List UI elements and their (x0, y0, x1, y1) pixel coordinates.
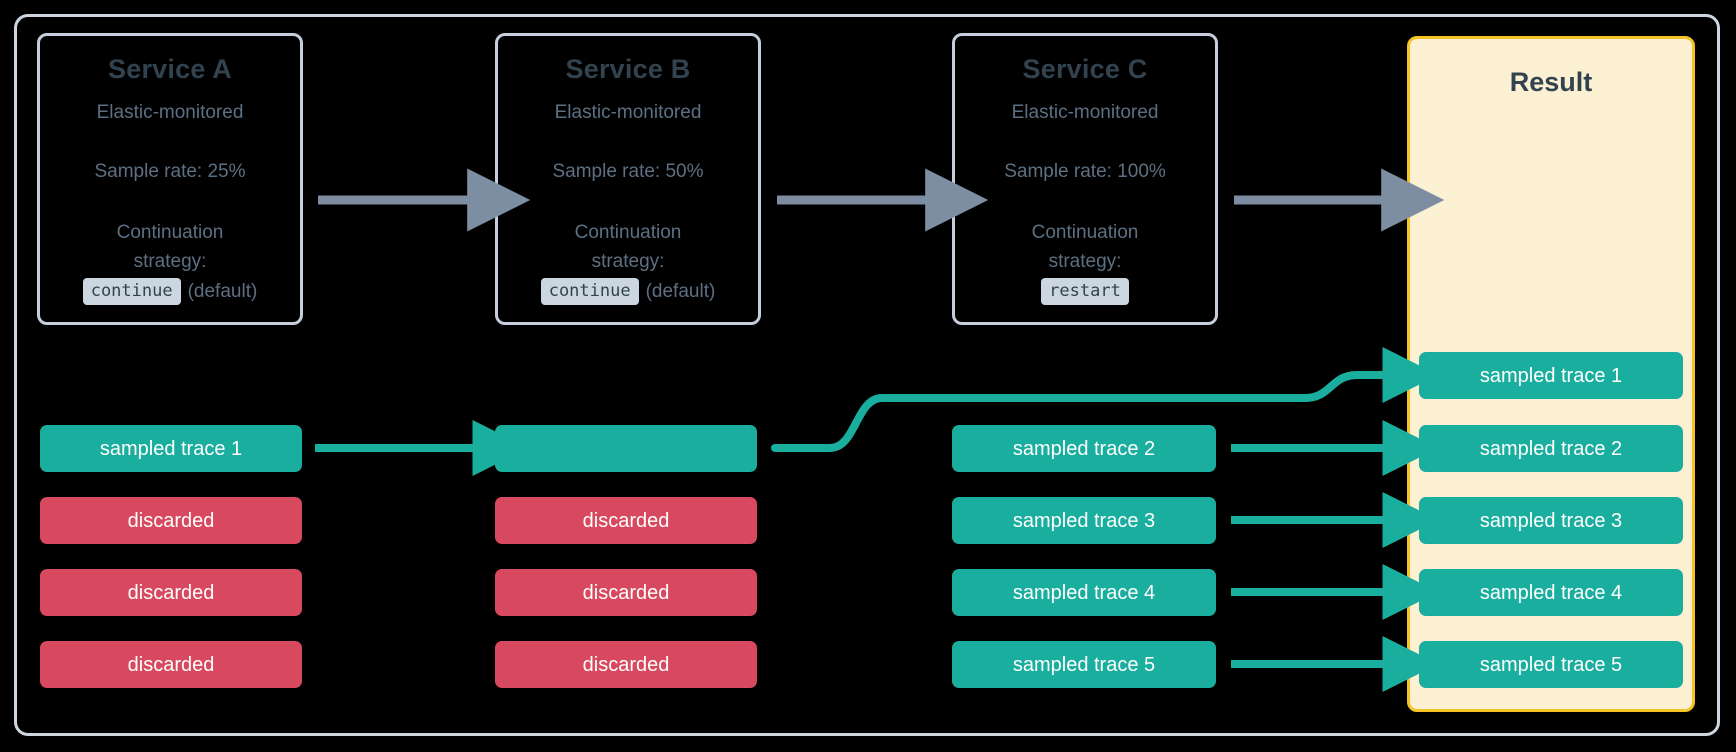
service-a-strategy-note: (default) (187, 280, 258, 302)
list-item: sampled trace 4 (952, 569, 1216, 616)
list-item: discarded (40, 497, 302, 544)
trace-label: discarded (127, 653, 215, 676)
trace-label: discarded (582, 653, 670, 676)
list-item: sampled trace 3 (952, 497, 1216, 544)
service-a-title: Service A (108, 54, 232, 84)
service-c-title: Service C (1022, 54, 1148, 84)
trace-label: discarded (582, 509, 670, 532)
list-item: sampled trace 2 (1419, 425, 1683, 472)
service-card-c: Service C Elastic-monitored Sample rate:… (952, 33, 1218, 325)
result-trace-label: sampled trace 2 (1479, 437, 1623, 460)
service-c-strategy-value: restart (963, 278, 1207, 306)
service-b-strategy-code: continue (540, 278, 639, 306)
service-c-strategy-label-line1: Continuation (1031, 221, 1139, 243)
trace-label: sampled trace 4 (1012, 581, 1156, 604)
service-a-strategy-value: continue (default) (48, 278, 292, 306)
service-c-strategy-label-line2: strategy: (1048, 251, 1122, 273)
trace-label: discarded (127, 509, 215, 532)
list-item: sampled trace 1 (40, 425, 302, 472)
service-b-strategy-label-line1: Continuation (574, 221, 682, 243)
list-item: discarded (495, 497, 757, 544)
list-item: sampled trace 4 (1419, 569, 1683, 616)
trace-label: sampled trace 2 (1012, 437, 1156, 460)
trace-label: sampled trace 5 (1012, 653, 1156, 676)
service-b-strategy-note: (default) (645, 280, 716, 302)
list-item: discarded (40, 569, 302, 616)
service-b-strategy-value: continue (default) (506, 278, 750, 306)
list-item: sampled trace 2 (952, 425, 1216, 472)
list-item: discarded (40, 641, 302, 688)
trace-label: discarded (582, 581, 670, 604)
trace-label: sampled trace 3 (1012, 509, 1156, 532)
service-b-title: Service B (565, 54, 691, 84)
result-trace-label: sampled trace 5 (1479, 653, 1623, 676)
list-item: sampled trace 5 (952, 641, 1216, 688)
list-item: sampled trace 1 (1419, 352, 1683, 399)
service-b-strategy-label: Continuation strategy: (506, 218, 750, 277)
service-a-sample-rate: Sample rate: 25% (94, 160, 246, 182)
list-item: sampled trace 3 (1419, 497, 1683, 544)
service-a-strategy-label-line1: Continuation (116, 221, 224, 243)
list-item (495, 425, 757, 472)
result-trace-label: sampled trace 4 (1479, 581, 1623, 604)
service-b-monitored: Elastic-monitored (554, 102, 702, 124)
service-c-strategy-code: restart (1041, 278, 1129, 306)
service-c-monitored: Elastic-monitored (1011, 102, 1159, 124)
service-c-strategy-label: Continuation strategy: (963, 218, 1207, 277)
service-a-strategy-label-line2: strategy: (133, 251, 207, 273)
service-a-monitored: Elastic-monitored (96, 102, 244, 124)
list-item: sampled trace 5 (1419, 641, 1683, 688)
service-c-sample-rate: Sample rate: 100% (1004, 160, 1166, 182)
service-card-b: Service B Elastic-monitored Sample rate:… (495, 33, 761, 325)
list-item: discarded (495, 569, 757, 616)
trace-label: discarded (127, 581, 215, 604)
service-b-sample-rate: Sample rate: 50% (552, 160, 704, 182)
list-item: discarded (495, 641, 757, 688)
result-title: Result (1509, 67, 1593, 97)
service-b-strategy-label-line2: strategy: (591, 251, 665, 273)
service-card-a: Service A Elastic-monitored Sample rate:… (37, 33, 303, 325)
trace-label: sampled trace 1 (99, 437, 243, 460)
result-trace-label: sampled trace 3 (1479, 509, 1623, 532)
diagram-outer-frame (14, 14, 1720, 736)
service-a-strategy-label: Continuation strategy: (48, 218, 292, 277)
result-trace-label: sampled trace 1 (1479, 364, 1623, 387)
service-a-strategy-code: continue (82, 278, 181, 306)
